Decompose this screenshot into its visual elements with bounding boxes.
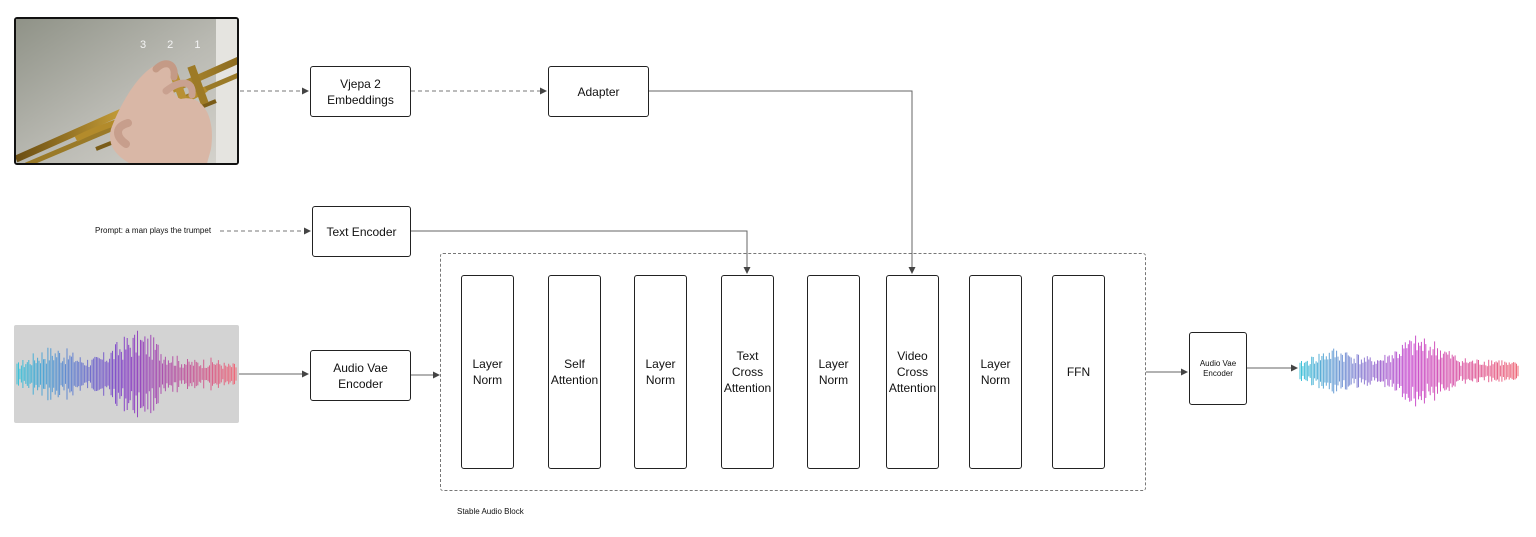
trumpet-image: [16, 19, 237, 163]
input-waveform-panel: [14, 325, 239, 423]
layer-norm-1: Layer Norm: [461, 275, 514, 469]
text-cross-attention-layer: Text Cross Attention: [721, 275, 774, 469]
ffn-layer: FFN: [1052, 275, 1105, 469]
output-waveform: [1299, 335, 1519, 407]
video-cross-attention-layer: Video Cross Attention: [886, 275, 939, 469]
input-waveform: [16, 330, 237, 418]
arrow-adapter-to-video-cross-attention: [649, 90, 916, 274]
text-encoder-block: Text Encoder: [312, 206, 411, 257]
vjepa-embeddings-block: Vjepa 2 Embeddings: [310, 66, 411, 117]
stable-audio-block: [440, 253, 1146, 491]
layer-norm-2: Layer Norm: [634, 275, 687, 469]
audio-vae-encoder-output-block: Audio Vae Encoder: [1189, 332, 1247, 405]
trumpet-video-frame: 3 2 1: [14, 17, 239, 165]
self-attention-layer: Self Attention: [548, 275, 601, 469]
countdown-text: 3 2 1: [140, 39, 210, 51]
layer-norm-3: Layer Norm: [807, 275, 860, 469]
audio-vae-encoder-input-block: Audio Vae Encoder: [310, 350, 411, 401]
layer-norm-4: Layer Norm: [969, 275, 1022, 469]
prompt-text: Prompt: a man plays the trumpet: [95, 226, 212, 235]
adapter-block: Adapter: [548, 66, 649, 117]
stable-audio-block-label: Stable Audio Block: [457, 507, 524, 516]
